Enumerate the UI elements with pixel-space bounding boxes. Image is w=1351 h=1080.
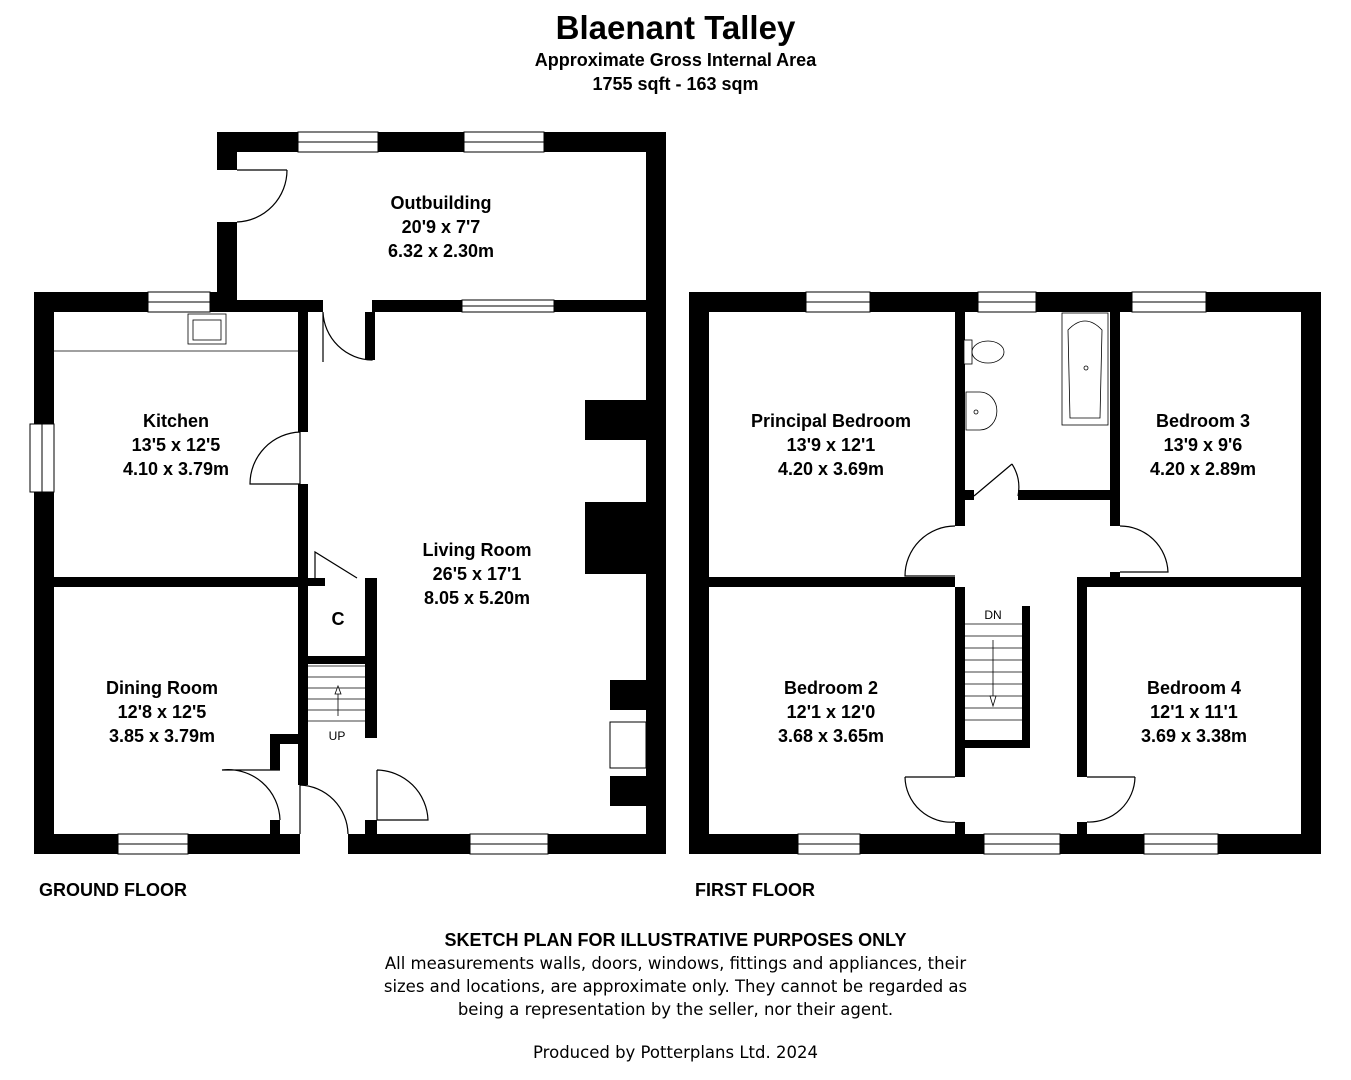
dining-room-name: Dining Room <box>106 678 218 698</box>
ground-doors <box>221 169 429 835</box>
cupboard-label: C <box>332 609 345 629</box>
outbuilding-imperial: 20'9 x 7'7 <box>402 217 481 237</box>
first-floor-plan <box>689 291 1321 855</box>
ground-windows <box>29 131 647 855</box>
disclaimer-title: SKETCH PLAN FOR ILLUSTRATIVE PURPOSES ON… <box>444 930 907 950</box>
principal-bedroom-imperial: 13'9 x 12'1 <box>787 435 876 455</box>
bedroom2-imperial: 12'1 x 12'0 <box>787 702 876 722</box>
ground-house-walls <box>34 292 666 854</box>
principal-bedroom-name: Principal Bedroom <box>751 411 911 431</box>
bedroom4-name: Bedroom 4 <box>1147 678 1241 698</box>
kitchen-counter <box>54 313 298 352</box>
bedroom4-imperial: 12'1 x 11'1 <box>1150 702 1238 722</box>
living-room-metric: 8.05 x 5.20m <box>424 588 530 608</box>
plan-header: Blaenant Talley Approximate Gross Intern… <box>0 8 1351 96</box>
principal-bedroom-metric: 4.20 x 3.69m <box>778 459 884 479</box>
bedroom3-metric: 4.20 x 2.89m <box>1150 459 1256 479</box>
area-value: 1755 sqft - 163 sqm <box>592 74 759 94</box>
outbuilding-walls <box>217 132 666 854</box>
first-floor-label: FIRST FLOOR <box>695 880 815 900</box>
outbuilding-name: Outbuilding <box>391 193 492 213</box>
bedroom3-imperial: 13'9 x 9'6 <box>1164 435 1243 455</box>
bedroom2-metric: 3.68 x 3.65m <box>778 726 884 746</box>
bedroom4-metric: 3.69 x 3.38m <box>1141 726 1247 746</box>
first-floor-walls <box>689 292 1321 854</box>
room-labels: Outbuilding 20'9 x 7'7 6.32 x 2.30m Kitc… <box>106 193 1256 746</box>
area-label: Approximate Gross Internal Area <box>534 50 817 70</box>
ground-floor-label: GROUND FLOOR <box>39 880 187 900</box>
first-floor-doors <box>904 463 1169 823</box>
dining-room-imperial: 12'8 x 12'5 <box>118 702 207 722</box>
stairs-labels: UP DN <box>329 608 1002 743</box>
dining-room-metric: 3.85 x 3.79m <box>109 726 215 746</box>
outbuilding-metric: 6.32 x 2.30m <box>388 241 494 261</box>
first-floor-stairs <box>965 623 1022 721</box>
living-room-imperial: 26'5 x 17'1 <box>433 564 522 584</box>
ground-stairs <box>308 665 365 722</box>
plan-footer: SKETCH PLAN FOR ILLUSTRATIVE PURPOSES ON… <box>0 928 1351 1062</box>
bedroom2-name: Bedroom 2 <box>784 678 878 698</box>
kitchen-name: Kitchen <box>143 411 209 431</box>
disclaimer-text: All measurements walls, doors, windows, … <box>383 954 968 1019</box>
first-floor-windows <box>797 291 1219 855</box>
bathroom-fixtures <box>963 312 1109 431</box>
stairs-up-label: UP <box>329 729 346 743</box>
floor-labels: GROUND FLOOR FIRST FLOOR <box>39 880 815 900</box>
credit-line: Produced by Potterplans Ltd. 2024 <box>533 1043 818 1062</box>
bedroom3-name: Bedroom 3 <box>1156 411 1250 431</box>
kitchen-metric: 4.10 x 3.79m <box>123 459 229 479</box>
stairs-down-label: DN <box>984 608 1001 622</box>
ground-floor-plan <box>29 131 666 855</box>
kitchen-imperial: 13'5 x 12'5 <box>132 435 221 455</box>
living-room-name: Living Room <box>423 540 532 560</box>
property-title: Blaenant Talley <box>555 9 796 46</box>
